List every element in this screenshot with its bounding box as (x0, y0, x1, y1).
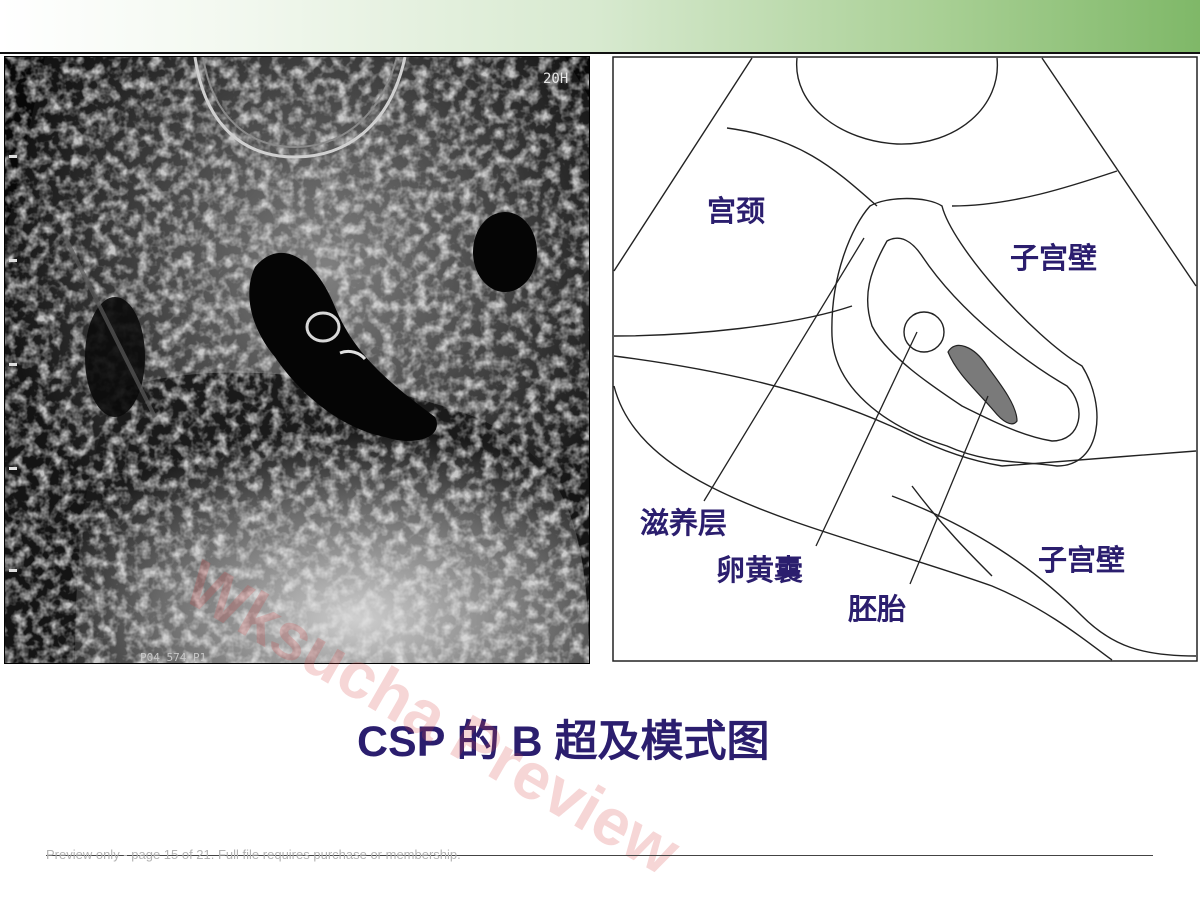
label-embryo: 胚胎 (848, 592, 907, 626)
leader-trophoblast (703, 237, 865, 502)
ultrasound-image: 20H P04 574 P1 (4, 56, 590, 664)
echo-line-left (63, 236, 157, 418)
header-gradient-band (0, 0, 1200, 52)
schematic-diagram (612, 56, 1198, 662)
sector-edge-right (1041, 57, 1197, 287)
leader-yolk-sac (815, 331, 918, 547)
sector-edge-left (613, 57, 753, 272)
gestational-sac (249, 252, 437, 441)
dark-region-left (85, 297, 145, 417)
boundary-lower-curve (613, 385, 1113, 661)
embryo-echo (339, 349, 367, 361)
probe-arc (193, 57, 407, 159)
ultrasound-svg: 20H P04 574 P1 (5, 57, 589, 663)
diagram-border (612, 56, 1198, 662)
footer-note: Preview only - page 15 of 21. Full file … (46, 847, 461, 862)
label-cervix: 宫颈 (707, 194, 766, 228)
depth-ticks (9, 155, 17, 572)
label-uterine-wall-upper: 子宫壁 (1010, 241, 1098, 275)
label-yolk-sac: 卵黄囊 (716, 553, 804, 587)
embryo-shape (947, 344, 1018, 425)
label-uterine-wall-lower: 子宫壁 (1038, 543, 1126, 577)
schematic-svg (612, 56, 1198, 662)
footer-divider (46, 855, 1153, 856)
label-trophoblast: 滋养层 (640, 506, 728, 540)
leader-embryo (909, 395, 989, 585)
boundary-bottom-right (891, 495, 1197, 657)
yolk-sac-outline (903, 311, 945, 353)
boundary-bottom-mid (911, 485, 993, 577)
dark-region-right (473, 212, 537, 292)
trophoblast-outline (831, 197, 1098, 467)
overlay-bottom-text: P04 574 P1 (140, 651, 206, 663)
probe-arc-inner (202, 57, 398, 149)
boundary-upper-right (951, 170, 1118, 207)
probe-outline (796, 57, 998, 145)
boundary-right (1001, 450, 1197, 467)
boundary-mid-left (613, 305, 853, 337)
yolk-sac-echo (305, 311, 341, 343)
boundary-upper-left (726, 127, 878, 207)
slide-title: CSP 的 B 超及模式图 (357, 718, 770, 766)
overlay-top-text: 20H (543, 71, 568, 87)
gestational-sac-outline (866, 237, 1080, 442)
